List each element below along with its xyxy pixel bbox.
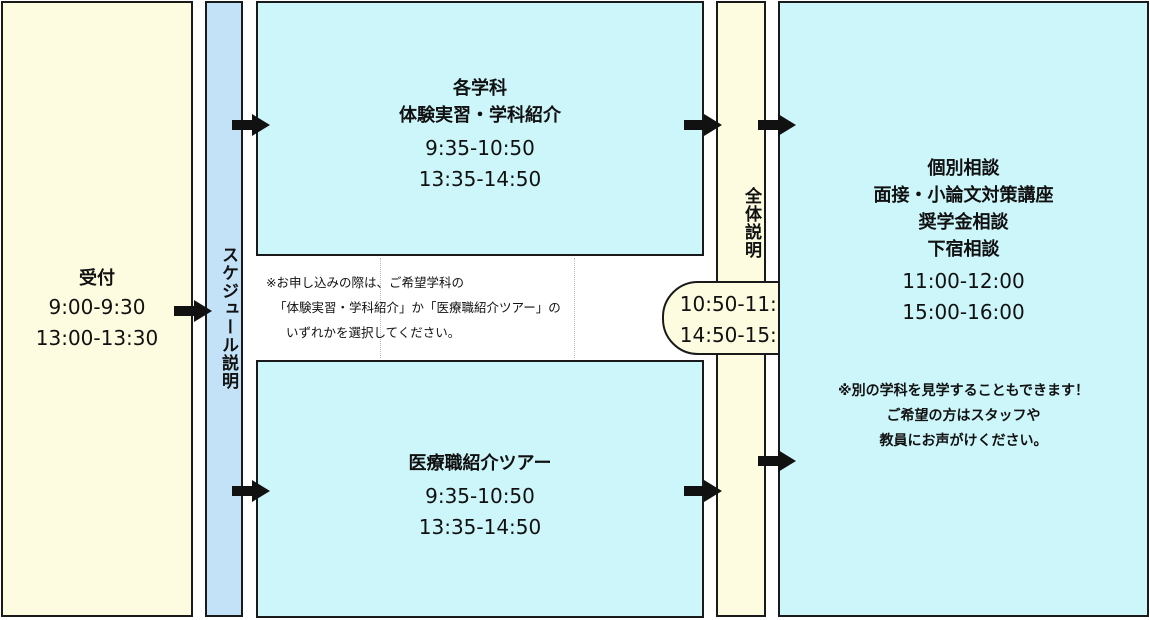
- reception-content: 受付 9:00-9:30 13:00-13:30: [3, 265, 191, 354]
- application-note-line-1: ※お申し込みの際は、ご希望学科の: [266, 275, 464, 290]
- reception-box: 受付 9:00-9:30 13:00-13:30: [1, 1, 193, 617]
- arrow-right-icon: [174, 300, 212, 322]
- application-note-line-2: 「体験実習・学科紹介」か「医療職紹介ツアー」の: [274, 300, 561, 315]
- medical-tour-time-1: 9:35-10:50: [425, 484, 535, 508]
- medical-tour-content: 医療職紹介ツアー 9:35-10:50 13:35-14:50: [258, 450, 702, 543]
- arrow-right-icon: [684, 114, 722, 136]
- consultation-time-2: 15:00-16:00: [902, 300, 1025, 324]
- reception-time-1: 9:00-9:30: [48, 295, 146, 319]
- medical-tour-box: 医療職紹介ツアー 9:35-10:50 13:35-14:50: [256, 360, 704, 618]
- medical-tour-time-2: 13:35-14:50: [418, 515, 542, 539]
- consultation-note-line-2: ご希望の方はスタッフや: [886, 408, 1041, 424]
- consultation-title-4: 下宿相談: [927, 239, 1000, 260]
- consultation-time-1: 11:00-12:00: [902, 269, 1025, 293]
- consultation-content: 個別相談 面接・小論文対策講座 奨学金相談 下宿相談 11:00-12:00 1…: [780, 155, 1147, 328]
- consultation-title-3: 奨学金相談: [918, 212, 1009, 233]
- medical-tour-title: 医療職紹介ツアー: [408, 453, 552, 474]
- consultation-note-line-1: ※別の学科を見学することもできます！: [837, 383, 1090, 399]
- divider: [380, 258, 381, 358]
- dept-experience-title-2: 体験実習・学科紹介: [399, 105, 561, 126]
- consultation-note-line-3: 教員にお声がけください。: [879, 433, 1048, 449]
- arrow-right-icon: [232, 480, 270, 502]
- application-note: ※お申し込みの際は、ご希望学科の 「体験実習・学科紹介」か「医療職紹介ツアー」の…: [266, 270, 561, 345]
- arrow-right-icon: [758, 114, 796, 136]
- reception-time-2: 13:00-13:30: [35, 326, 159, 350]
- schedule-explanation-label: スケジュール説明: [218, 246, 238, 390]
- consultation-title-2: 面接・小論文対策講座: [873, 185, 1054, 206]
- dept-experience-content: 各学科 体験実習・学科紹介 9:35-10:50 13:35-14:50: [258, 75, 702, 195]
- arrow-right-icon: [758, 450, 796, 472]
- consultation-note: ※別の学科を見学することもできます！ ご希望の方はスタッフや 教員にお声がけくだ…: [780, 379, 1147, 454]
- dept-experience-title-1: 各学科: [453, 78, 507, 99]
- application-note-line-3: いずれかを選択してください。: [286, 325, 461, 340]
- overall-explanation-label: 全体説明: [741, 187, 761, 259]
- dept-experience-time-2: 13:35-14:50: [418, 167, 542, 191]
- dept-experience-box: 各学科 体験実習・学科紹介 9:35-10:50 13:35-14:50: [256, 1, 704, 256]
- consultation-box: 個別相談 面接・小論文対策講座 奨学金相談 下宿相談 11:00-12:00 1…: [778, 1, 1149, 617]
- schedule-explanation-bar: スケジュール説明: [205, 1, 243, 617]
- consultation-title-1: 個別相談: [927, 158, 1000, 179]
- reception-title: 受付: [79, 268, 115, 289]
- divider: [574, 258, 575, 358]
- dept-experience-time-1: 9:35-10:50: [425, 136, 535, 160]
- arrow-right-icon: [232, 114, 270, 136]
- arrow-right-icon: [684, 480, 722, 502]
